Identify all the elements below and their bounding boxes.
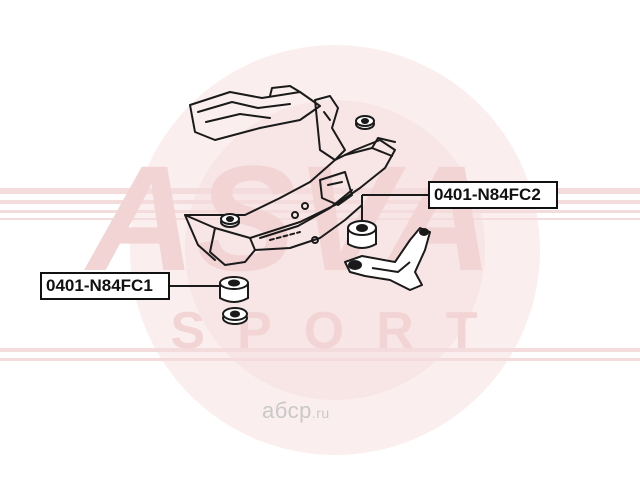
engine-subframe-drawing	[184, 85, 396, 266]
site-watermark: абср.ru	[262, 398, 330, 424]
leader-lines	[170, 194, 428, 287]
control-arm-icon	[344, 227, 431, 291]
part-number-label-2: 0401-N84FC2	[428, 181, 558, 209]
brand-watermark: ASVA SPORT	[0, 45, 640, 455]
bushing-icon	[347, 220, 377, 249]
site-watermark-tld: .ru	[311, 405, 330, 421]
washer-icon	[220, 115, 375, 325]
brand-watermark-bottom-text: SPORT	[170, 302, 509, 360]
bushing-icon	[219, 276, 249, 303]
site-watermark-name: абср	[262, 398, 312, 423]
part-number-label-1: 0401-N84FC1	[40, 272, 170, 300]
